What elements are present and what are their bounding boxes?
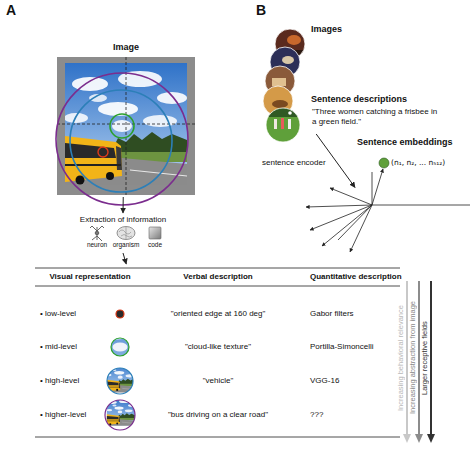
table-cell: ??? <box>310 410 400 420</box>
icon-label: organism <box>106 241 146 249</box>
trend-arrow <box>415 434 423 443</box>
trend-arrow <box>430 281 432 435</box>
table-cell: • low-level <box>40 309 110 319</box>
flow-arrow <box>316 134 355 187</box>
panel-heading: Sentence embeddings <box>357 137 472 148</box>
thumbnail-ring <box>116 310 124 318</box>
image-stack <box>263 29 305 143</box>
trend-arrow <box>427 434 435 443</box>
brain-icon <box>117 227 135 240</box>
table-cell: "cloud-like texture" <box>150 342 286 352</box>
thumbnail <box>77 300 169 392</box>
panel-heading: Images <box>262 24 342 35</box>
thumbnail-ring <box>107 368 133 394</box>
table-cell: • high-level <box>40 376 110 386</box>
image-stack-group: Images <box>262 24 342 146</box>
image-frame <box>57 57 195 195</box>
table-header: Visual representation <box>40 272 140 282</box>
embedding-axes <box>306 169 470 252</box>
receptive-field <box>56 73 188 205</box>
icon-label: neuron <box>80 241 114 249</box>
receptive-field <box>98 147 108 157</box>
thumbnail-ring <box>105 400 135 430</box>
table-header: Quantitative description <box>310 272 405 282</box>
trend-arrow <box>406 281 408 435</box>
panel-heading: Sentence descriptions <box>311 94 441 105</box>
table-cell: Gabor filters <box>310 309 400 319</box>
edge-label: sentence encoder <box>262 158 334 168</box>
trend-label: Increasing abstraction from image <box>408 282 417 434</box>
thumbnail-ring <box>111 338 129 356</box>
flow-arrow <box>123 197 124 213</box>
table-cell: "bus driving on a clear road" <box>150 410 286 420</box>
flow-arrow <box>123 253 126 264</box>
table-rule <box>35 268 400 269</box>
description-group: Sentence descriptions "Three women catchi… <box>311 94 441 134</box>
table-cell: "vehicle" <box>150 376 286 386</box>
embedding-space: Sentence embeddings (n₁, n₂, ... n₅₁₂) <box>355 137 472 249</box>
trend-arrow <box>418 281 420 435</box>
crosshair <box>57 124 195 125</box>
receptive-field <box>70 90 172 192</box>
vector-notation: (n₁, n₂, ... n₅₁₂) <box>391 158 471 167</box>
panel-letter: A <box>6 2 26 19</box>
embedding-thumbnail <box>379 158 389 168</box>
trend-arrow <box>403 434 411 443</box>
image-panel: Image <box>57 42 195 197</box>
sentence-quote: "Three women catching a frisbee in a gre… <box>312 107 438 126</box>
thumbnail <box>89 243 187 341</box>
table-rule <box>35 437 400 438</box>
step-label: Extraction of information <box>58 215 188 225</box>
panel-letter: B <box>256 2 276 19</box>
thumbnail <box>107 397 135 425</box>
table-cell: • mid-level <box>40 342 110 352</box>
extraction-group: Extraction of information neuronorganismc… <box>58 213 188 253</box>
panel-heading: Image <box>57 42 195 53</box>
table-cell: Portilla-Simoncelli <box>310 342 400 352</box>
code-icon <box>149 227 161 239</box>
table-cell: "oriented edge at 160 deg" <box>150 309 286 319</box>
receptive-field <box>110 114 134 138</box>
icon-label: code <box>138 241 172 249</box>
table-cell: • higher-level <box>40 410 110 420</box>
trend-label: Increasing behavioral relevance <box>396 282 405 434</box>
table-cell: VGG-16 <box>310 376 400 386</box>
neuron-icon <box>90 226 104 241</box>
trend-label: Larger receptive fields <box>420 282 429 434</box>
table-header: Verbal description <box>163 272 273 282</box>
crosshair <box>126 57 127 195</box>
table-rule <box>35 286 400 287</box>
